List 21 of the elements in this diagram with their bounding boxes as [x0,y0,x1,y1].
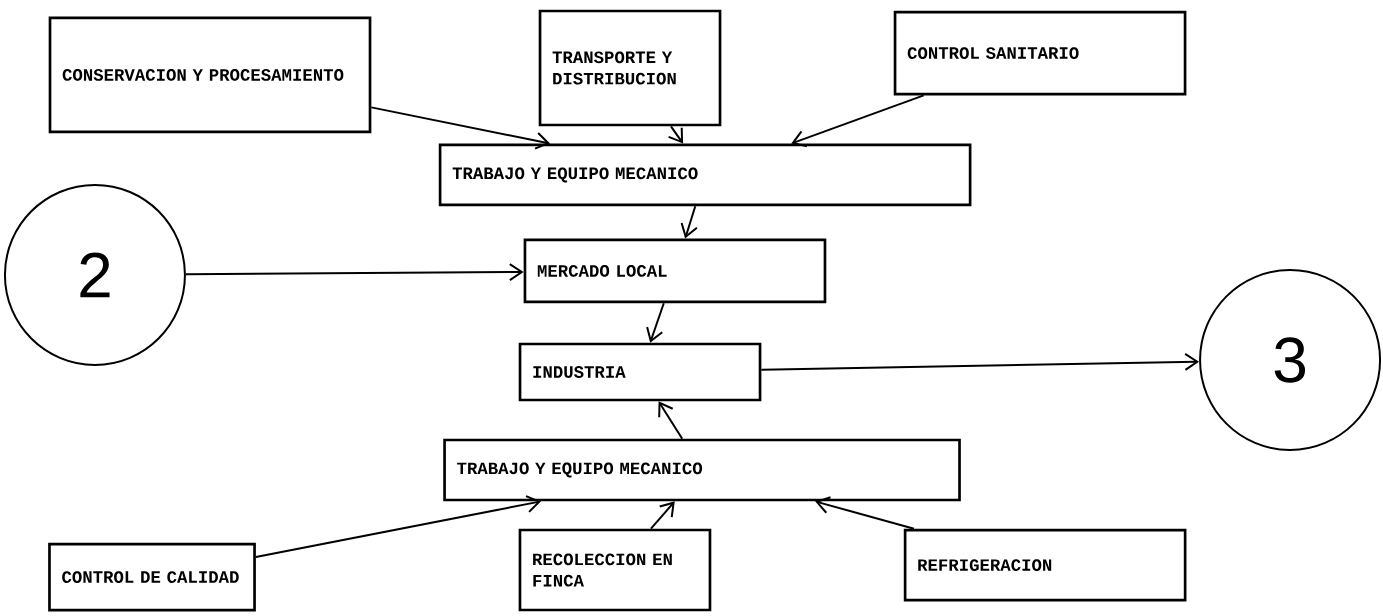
arrow [184,263,524,282]
arrow [649,501,675,530]
process-box: CONSERVACION Y PROCESAMIENTO [48,16,372,134]
process-box: TRANSPORTE Y DISTRIBUCION [538,9,722,127]
process-box: MERCADO LOCAL [523,238,827,304]
arrow [680,205,698,239]
arrow [254,495,542,558]
process-box: INDUSTRIA [518,342,762,402]
arrow [791,94,925,148]
arrow [646,302,665,343]
process-box: CONTROL SANITARIO [893,10,1187,96]
arrow [658,401,684,440]
process-box: REFRIGERACION [903,528,1187,602]
arrow [815,496,915,530]
process-box: TRABAJO Y EQUIPO MECANICO [443,438,961,502]
process-box: CONTROL DE CALIDAD [48,542,256,612]
arrow [667,125,684,144]
process-box: TRABAJO Y EQUIPO MECANICO [438,143,972,207]
arrow [760,352,1200,371]
arrow [370,106,551,150]
process-box: RECOLECCION EN FINCA [518,528,712,612]
